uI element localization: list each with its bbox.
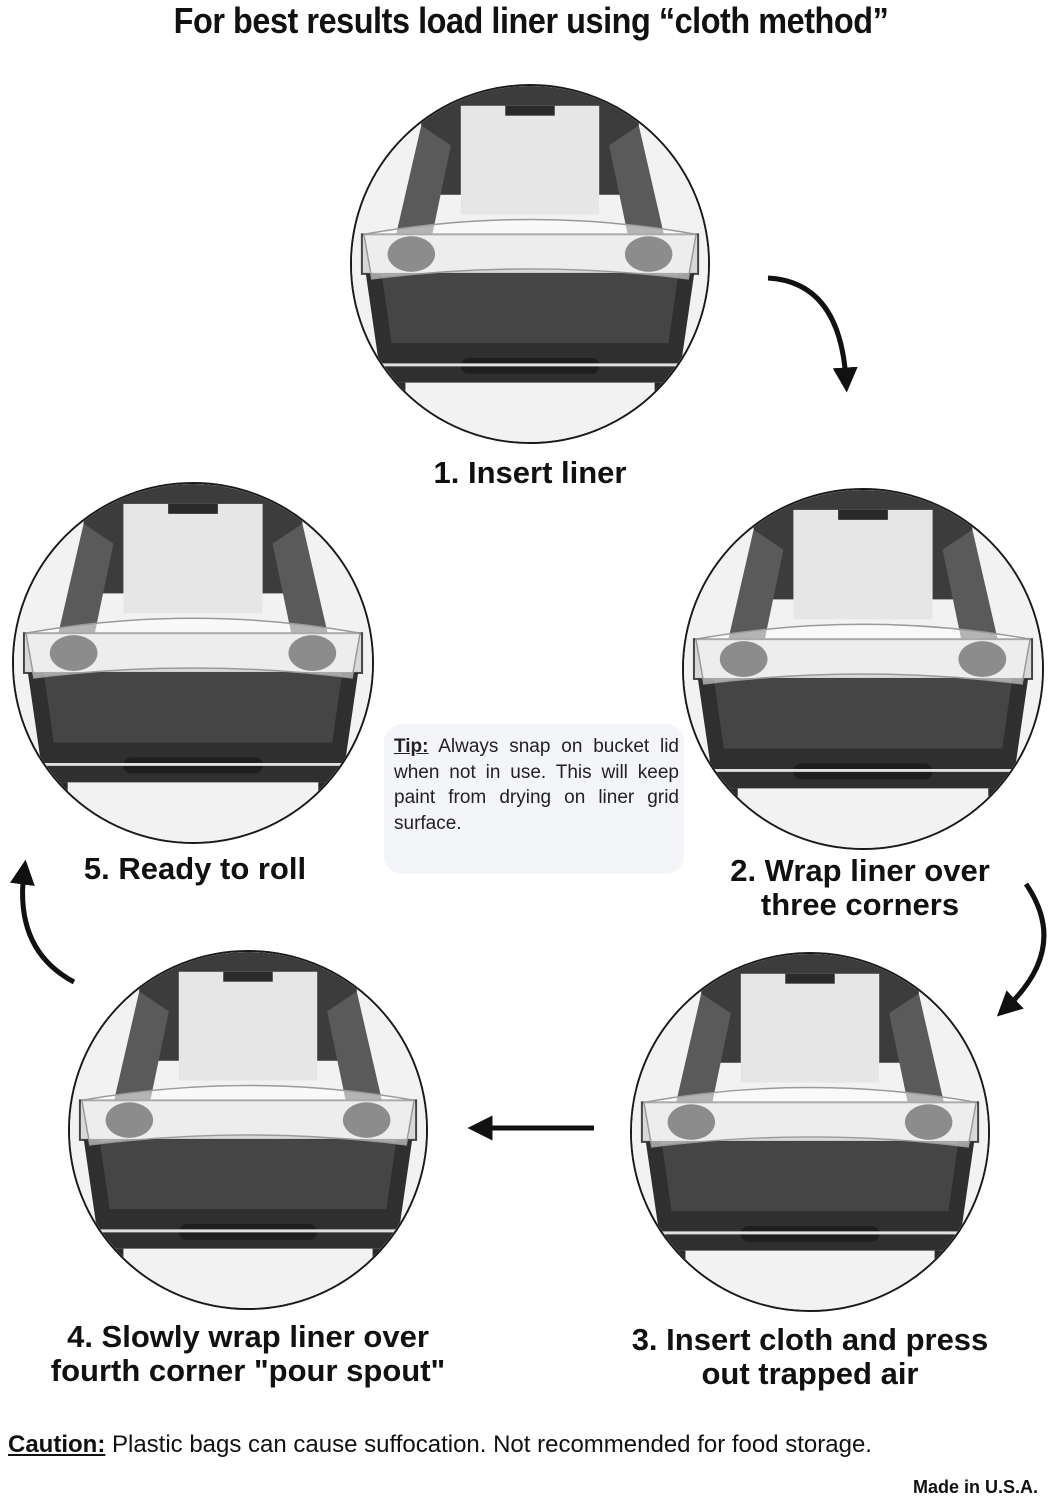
step-1-caption: 1. Insert liner <box>330 456 730 490</box>
step-5-photo <box>12 482 374 844</box>
step-2-caption-line-2: three corners <box>760 887 960 922</box>
step-5-caption-line-1: 5. Ready to roll <box>83 851 307 886</box>
curved-arrow-icon <box>767 275 858 393</box>
tip-body: Always snap on bucket lid when not in us… <box>394 736 679 834</box>
caution-text: Plastic bags can cause suffocation. Not … <box>105 1431 872 1458</box>
caution-label: Caution: <box>8 1431 106 1458</box>
step-2-caption: 2. Wrap liner over three corners <box>660 854 1060 922</box>
step-4-caption: 4. Slowly wrap liner over fourth corner … <box>8 1320 488 1388</box>
step-3-caption-line-2: out trapped air <box>701 1356 919 1391</box>
step-3-caption-line-1: 3. Insert cloth and press <box>631 1322 989 1357</box>
step-1-photo <box>350 84 710 444</box>
page-title: For best results load liner using “cloth… <box>173 0 889 41</box>
left-arrow-icon <box>467 1115 594 1141</box>
tip-label: Tip: <box>394 736 429 757</box>
step-4-caption-line-2: fourth corner "pour spout" <box>50 1353 446 1388</box>
curved-arrow-icon <box>10 859 76 985</box>
curved-arrow-icon <box>996 882 1047 1017</box>
tip-text: Tip: Always snap on bucket lid when not … <box>394 734 679 836</box>
step-4-caption-line-1: 4. Slowly wrap liner over <box>67 1319 429 1354</box>
step-2-caption-line-1: 2. Wrap liner over <box>730 853 990 888</box>
step-2-photo <box>682 488 1044 850</box>
tip-box <box>384 724 684 874</box>
step-1-caption-line-1: 1. Insert liner <box>433 455 627 490</box>
step-3-photo <box>630 952 990 1312</box>
step-3-caption: 3. Insert cloth and press out trapped ai… <box>580 1323 1040 1391</box>
step-4-photo <box>68 950 428 1310</box>
step-5-caption: 5. Ready to roll <box>20 852 370 886</box>
caution-notice: Caution: Plastic bags can cause suffocat… <box>8 1430 1062 1460</box>
made-in-label: Made in U.S.A. <box>912 1477 1038 1497</box>
